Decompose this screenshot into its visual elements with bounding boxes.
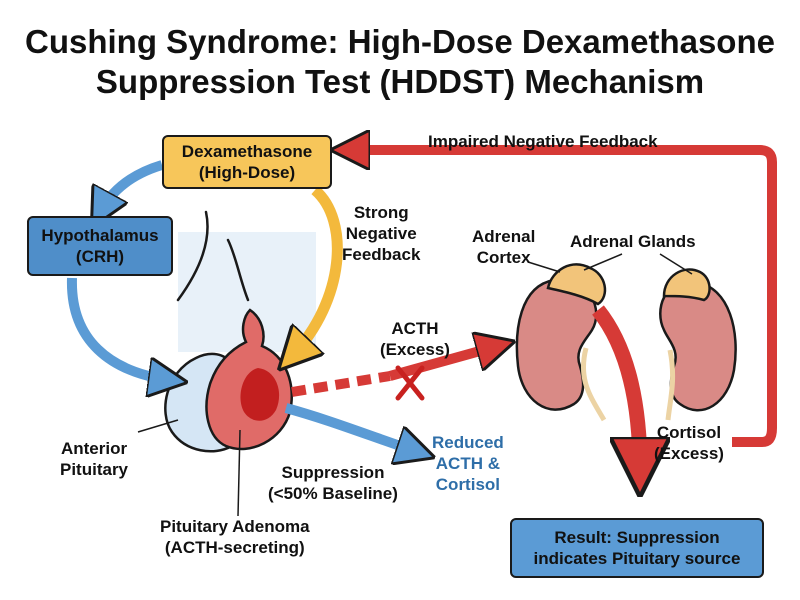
diagram-title: Cushing Syndrome: High-Dose Dexamethason…: [0, 22, 800, 102]
strong-feedback-arrow: [292, 185, 343, 356]
result-label: Result: Suppression: [554, 528, 720, 547]
acth-arrow: [388, 346, 498, 381]
right-kidney: [659, 280, 737, 421]
title-line-2: Suppression Test (HDDST) Mechanism: [95, 63, 705, 100]
left-adrenal-gland: [546, 263, 607, 306]
title-line-1: Cushing Syndrome: High-Dose Dexamethason…: [25, 23, 775, 60]
cortisol-result-arrow: [592, 305, 640, 470]
anterior-pituitary-label: Anterior Pituitary: [60, 439, 129, 479]
acth-dashed-arrow: [291, 371, 391, 397]
adenoma-core: [240, 368, 280, 421]
dexamethasone-box: Dexamethasone (High-Dose): [162, 135, 332, 189]
right-adrenal-gland: [662, 268, 711, 302]
adrenal-cortex-label: Adrenal Cortex: [472, 227, 536, 267]
impaired-feedback-arrow: [348, 150, 777, 447]
reduced-label: Reduced ACTH & Cortisol: [432, 433, 504, 494]
leader-lines: [137, 253, 693, 517]
hypothalamus-label: Hypothalamus: [41, 226, 159, 245]
hypothalamus-sublabel: (CRH): [75, 247, 125, 266]
left-kidney: [515, 278, 607, 422]
hypothalamus-box: Hypothalamus (CRH): [27, 216, 173, 276]
result-sublabel: indicates Pituitary source: [533, 549, 741, 568]
impaired-feedback-label: Impaired Negative Feedback: [428, 132, 658, 151]
result-box: Result: Suppression indicates Pituitary …: [510, 518, 764, 578]
pituitary-stalk: [176, 210, 250, 302]
hypothalamus-to-pituitary-arrow: [66, 277, 170, 380]
pituitary-adenoma-label: Pituitary Adenoma (ACTH-secreting): [160, 517, 310, 557]
acth-excess-label: ACTH (Excess): [380, 319, 450, 359]
blocked-cross-icon: [395, 365, 425, 401]
adrenal-glands-label: Adrenal Glands: [570, 232, 696, 251]
suppression-arrow: [284, 403, 418, 452]
suppression-label: Suppression (<50% Baseline): [268, 463, 398, 503]
dex-to-hypothalamus-arrow: [100, 160, 164, 212]
cortisol-excess-label: Cortisol (Excess): [654, 423, 724, 463]
dexamethasone-sublabel: (High-Dose): [198, 163, 296, 182]
strong-feedback-label: Strong Negative Feedback: [342, 203, 421, 264]
dexamethasone-label: Dexamethasone: [181, 142, 313, 161]
